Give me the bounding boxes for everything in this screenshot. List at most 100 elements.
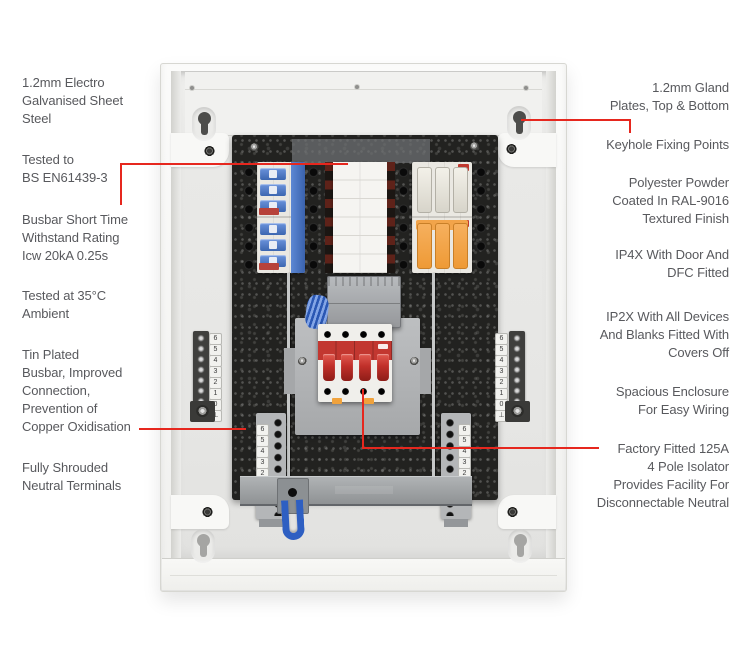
- note-isolator: Factory Fitted 125A 4 Pole Isolator Prov…: [596, 441, 729, 510]
- isolator-terminal: [342, 331, 349, 338]
- bracket-wing: [284, 348, 295, 394]
- earth-bar-foot-right: [505, 401, 530, 422]
- callout-line-keyhole-v: [629, 119, 631, 133]
- earth-label: ⊥: [210, 411, 221, 421]
- blank-clip-col: [325, 162, 333, 273]
- neutral-block-foot: [444, 519, 468, 527]
- earth-label: 3: [210, 367, 221, 377]
- mcb-toggle-orange: [453, 223, 468, 269]
- keyhole-icon-bottom-left: [191, 529, 215, 563]
- keyhole-icon-top-right: [507, 106, 531, 140]
- earth-label: 1: [496, 389, 507, 399]
- mcb-group-right: [395, 162, 490, 273]
- note-powder-coating: Polyester Powder Coated In RAL-9016 Text…: [612, 175, 729, 226]
- earth-label: 3: [496, 367, 507, 377]
- blank-clip-col: [387, 162, 395, 273]
- note-spacious-enclosure: Spacious Enclosure For Easy Wiring: [615, 384, 729, 417]
- terminal-screws-col: [241, 162, 257, 273]
- isolator-terminal: [324, 331, 331, 338]
- terminal-screws-col: [305, 162, 322, 273]
- fixing-screw: [204, 146, 215, 157]
- note-neutral-terminals: Fully Shrouded Neutral Terminals: [22, 460, 122, 493]
- keyhole-icon-bottom-right: [508, 529, 532, 563]
- terminal-label: 5: [257, 436, 268, 446]
- note-ambient-test: Tested at 35°C Ambient: [22, 288, 107, 321]
- earth-label: 6: [210, 334, 221, 344]
- terminal-label: 5: [459, 436, 470, 446]
- bracket-screw: [410, 357, 419, 366]
- note-ip4x: IP4X With Door And DFC Fitted: [615, 247, 729, 280]
- note-gland-plates: 1.2mm Gland Plates, Top & Bottom: [609, 80, 729, 113]
- mcb-toggle-cream: [435, 167, 450, 213]
- mcb-face: [257, 162, 305, 273]
- callout-line-isolator-v: [362, 389, 364, 449]
- terminal-screws-col: [395, 162, 412, 273]
- fixing-screw: [506, 144, 517, 155]
- gland-screw: [190, 86, 194, 90]
- earth-label: 4: [210, 356, 221, 366]
- mcb-blue-band: [291, 162, 305, 273]
- gland-plate-seam: [185, 89, 542, 90]
- din-clip-orange: [364, 398, 374, 404]
- din-clip-orange: [332, 398, 342, 404]
- earth-label: 5: [210, 345, 221, 355]
- gland-plate-top: [185, 72, 542, 136]
- earth-label: 1: [210, 389, 221, 399]
- earth-screw: [511, 405, 524, 418]
- isolator-toggle: [323, 354, 335, 381]
- fixing-screw: [202, 507, 213, 518]
- mcb-toggle-blue: [260, 223, 286, 235]
- enclosure-wall-right: [546, 71, 556, 560]
- neutral-link-wire: [280, 499, 306, 541]
- mcb-toggle-cream: [453, 167, 468, 213]
- earth-bar-left: [193, 331, 209, 405]
- plate-screw: [470, 142, 479, 151]
- isolator-terminal: [342, 388, 349, 395]
- rail-bracket: [277, 478, 309, 514]
- neutral-block-foot: [259, 519, 283, 527]
- isolator-terminal: [378, 388, 385, 395]
- isolator-terminal: [324, 388, 331, 395]
- gland-screw: [524, 86, 528, 90]
- callout-line-busbar-v: [120, 164, 122, 205]
- pan-top: [292, 139, 430, 163]
- terminal-label: 4: [459, 447, 470, 457]
- gland-screw: [355, 85, 359, 89]
- isolator-terminal: [360, 331, 367, 338]
- callout-line-keyhole-h: [521, 119, 631, 121]
- terminal-screws-col: [472, 162, 490, 273]
- terminal-label: 2: [257, 469, 268, 479]
- blank-modules: [333, 162, 387, 273]
- terminal-label: 4: [257, 447, 268, 457]
- plate-screw: [250, 143, 259, 152]
- note-sheet-steel: 1.2mm Electro Galvanised Sheet Steel: [22, 75, 124, 126]
- mcb-toggle-blue: [260, 184, 286, 196]
- earth-label: 0: [210, 400, 221, 410]
- note-tin-plated-busbar: Tin Plated Busbar, Improved Connection, …: [22, 347, 131, 434]
- note-ip2x: IP2X With All Devices And Blanks Fitted …: [599, 309, 729, 360]
- earth-screw: [196, 405, 209, 418]
- isolator-terminal: [378, 331, 385, 338]
- note-keyhole-points: Keyhole Fixing Points: [606, 137, 729, 152]
- earth-label: ⊥: [496, 411, 507, 421]
- corner-gusset-bottom-left: [171, 495, 229, 529]
- busbar-cover: [327, 276, 401, 328]
- mcb-toggle-blue: [260, 168, 286, 180]
- keyhole-icon-top-left: [192, 107, 216, 141]
- earth-label: 4: [496, 356, 507, 366]
- bracket-wing: [420, 348, 431, 394]
- terminal-label: 6: [257, 425, 268, 435]
- isolator-rating-label: [378, 344, 388, 349]
- terminal-label: 6: [459, 425, 470, 435]
- din-rail-bottom: [240, 476, 472, 506]
- mcb-face: [412, 162, 472, 273]
- earth-bar-right: [509, 331, 525, 405]
- mcb-toggle-orange: [417, 223, 432, 269]
- terminal-label: 2: [459, 469, 470, 479]
- backplate: 654321N 654321N: [232, 135, 498, 527]
- support-strut: [432, 273, 435, 485]
